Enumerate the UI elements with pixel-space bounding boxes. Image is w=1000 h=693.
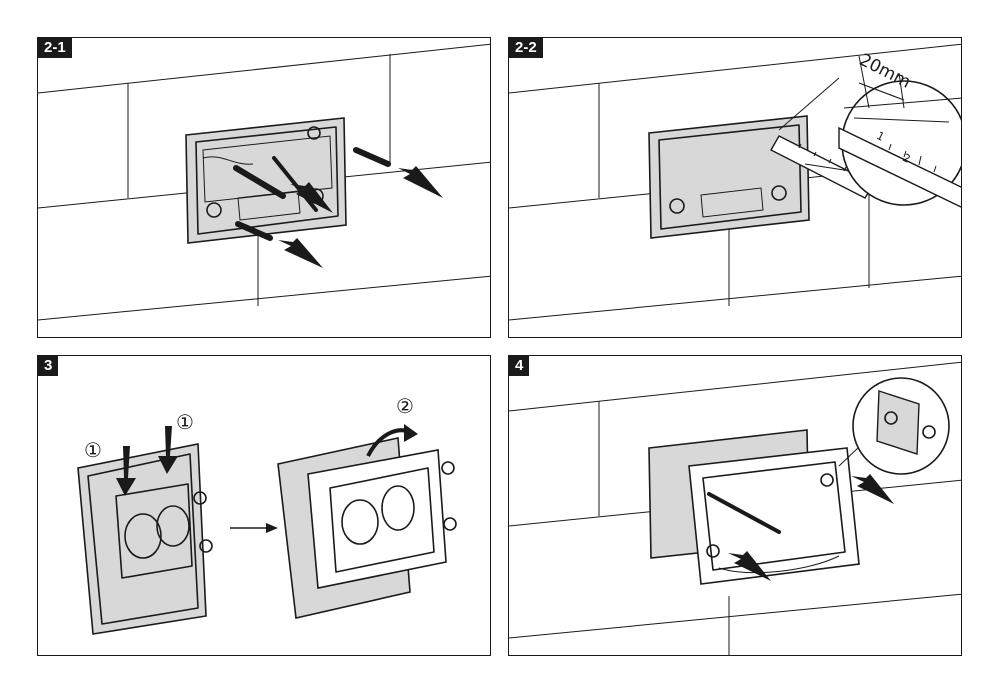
cistern-frame	[648, 115, 810, 239]
step-label: 4	[509, 356, 530, 376]
step-3-panel: 3 ① ①	[37, 355, 491, 656]
cistern-frame	[185, 117, 347, 244]
arrows	[278, 166, 443, 268]
step-2-2-illustration	[509, 43, 961, 321]
step-3-illustration	[77, 424, 457, 635]
mounting-frame	[688, 447, 860, 585]
flush-plate-right	[277, 424, 457, 619]
wall-anchor-screws	[233, 147, 391, 241]
step-label: 2-2	[509, 38, 543, 58]
wall-tiles	[509, 361, 961, 655]
flush-plate-left	[77, 426, 213, 635]
marker-1-left: ①	[84, 438, 102, 462]
arrows	[728, 474, 894, 581]
transition-arrow	[230, 523, 278, 533]
detail-magnifier	[838, 377, 950, 475]
marker-1-right: ①	[176, 410, 194, 434]
step-label: 2-1	[38, 38, 72, 58]
step-4-illustration	[509, 361, 961, 655]
marker-2: ②	[396, 394, 414, 418]
step-2-2-panel: 2-2	[508, 37, 962, 338]
detail-magnifier	[778, 55, 961, 208]
step-2-1-panel: 2-1	[37, 37, 491, 338]
step-2-1-illustration	[38, 43, 490, 321]
step-label: 3	[38, 356, 59, 376]
step-4-panel: 4	[508, 355, 962, 656]
